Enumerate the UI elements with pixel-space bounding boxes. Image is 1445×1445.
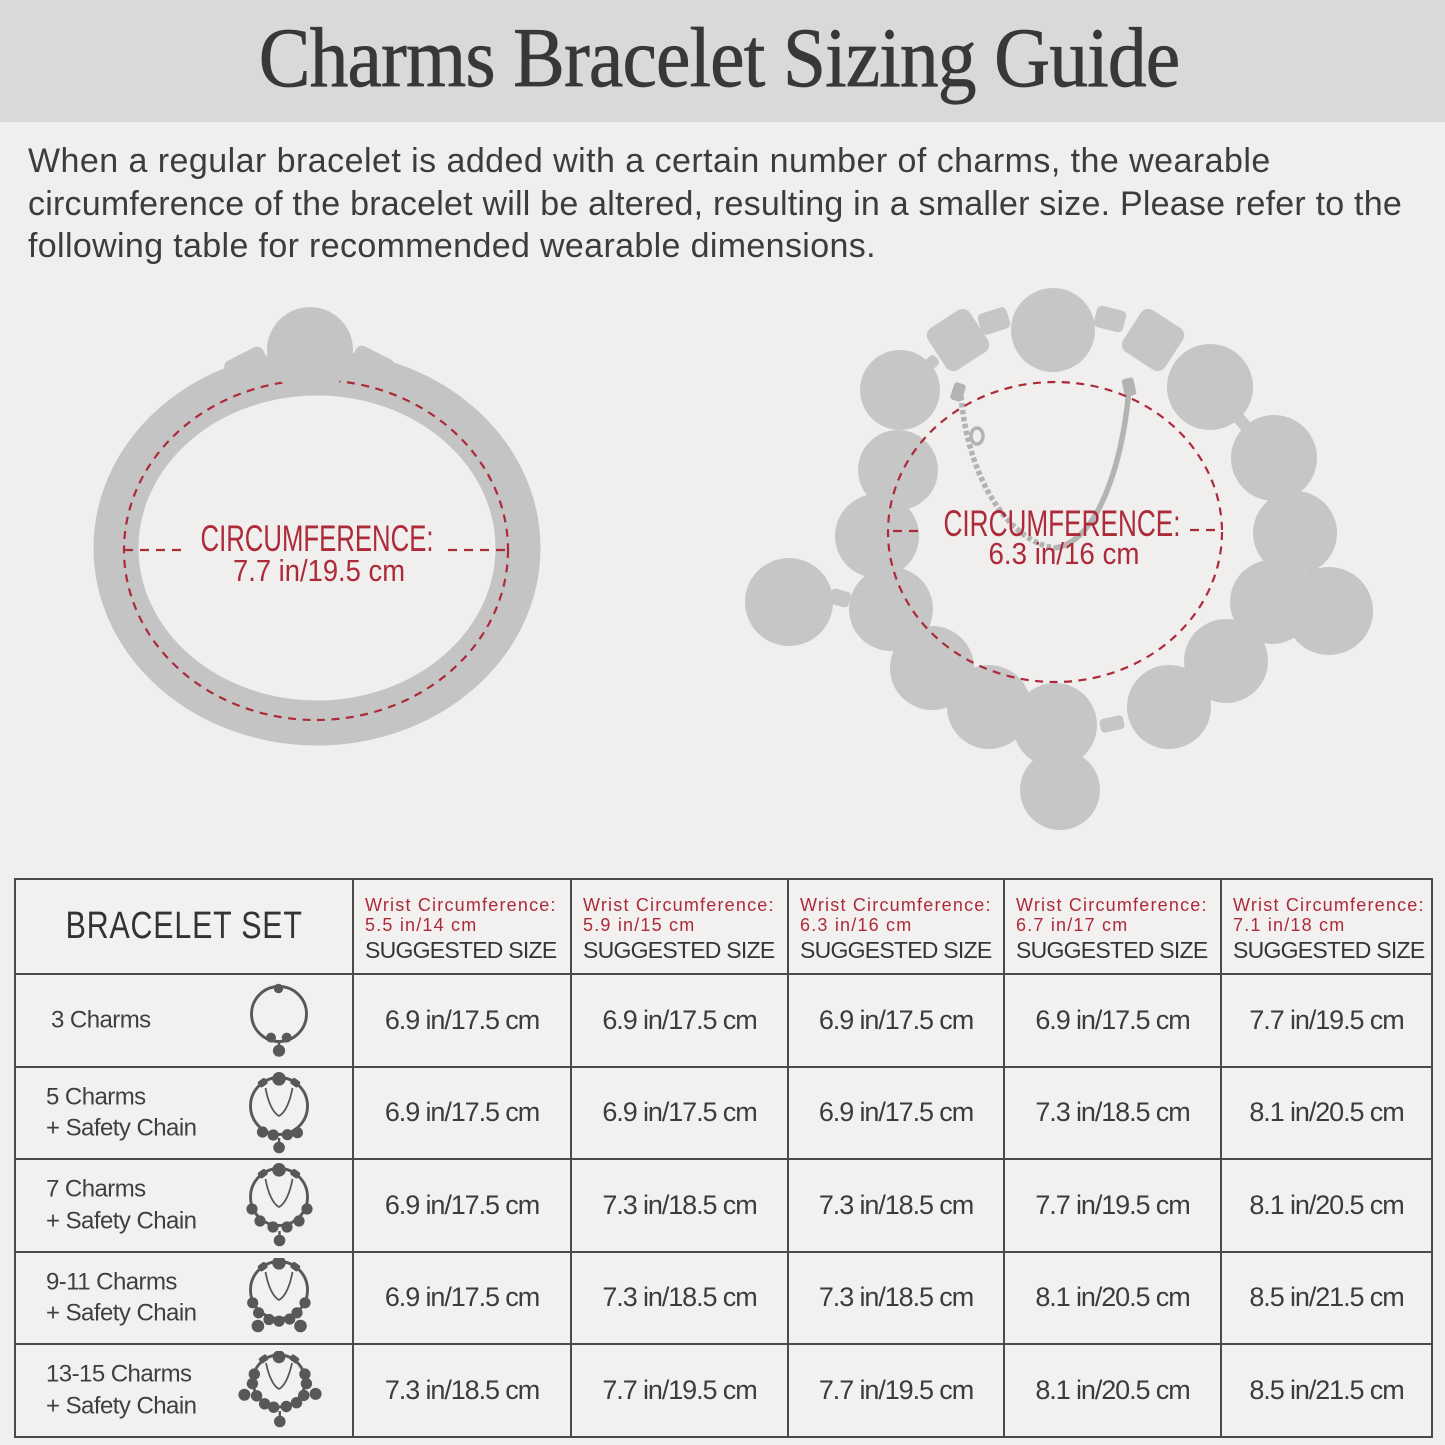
svg-text:CIRCUMFERENCE:: CIRCUMFERENCE: xyxy=(944,503,1181,544)
svg-text:CIRCUMFERENCE:: CIRCUMFERENCE: xyxy=(201,518,434,559)
svg-text:6.3 in/16 cm: 6.3 in/16 cm xyxy=(989,536,1140,571)
svg-text:7.7 in/19.5 cm: 7.7 in/19.5 cm xyxy=(233,553,405,588)
